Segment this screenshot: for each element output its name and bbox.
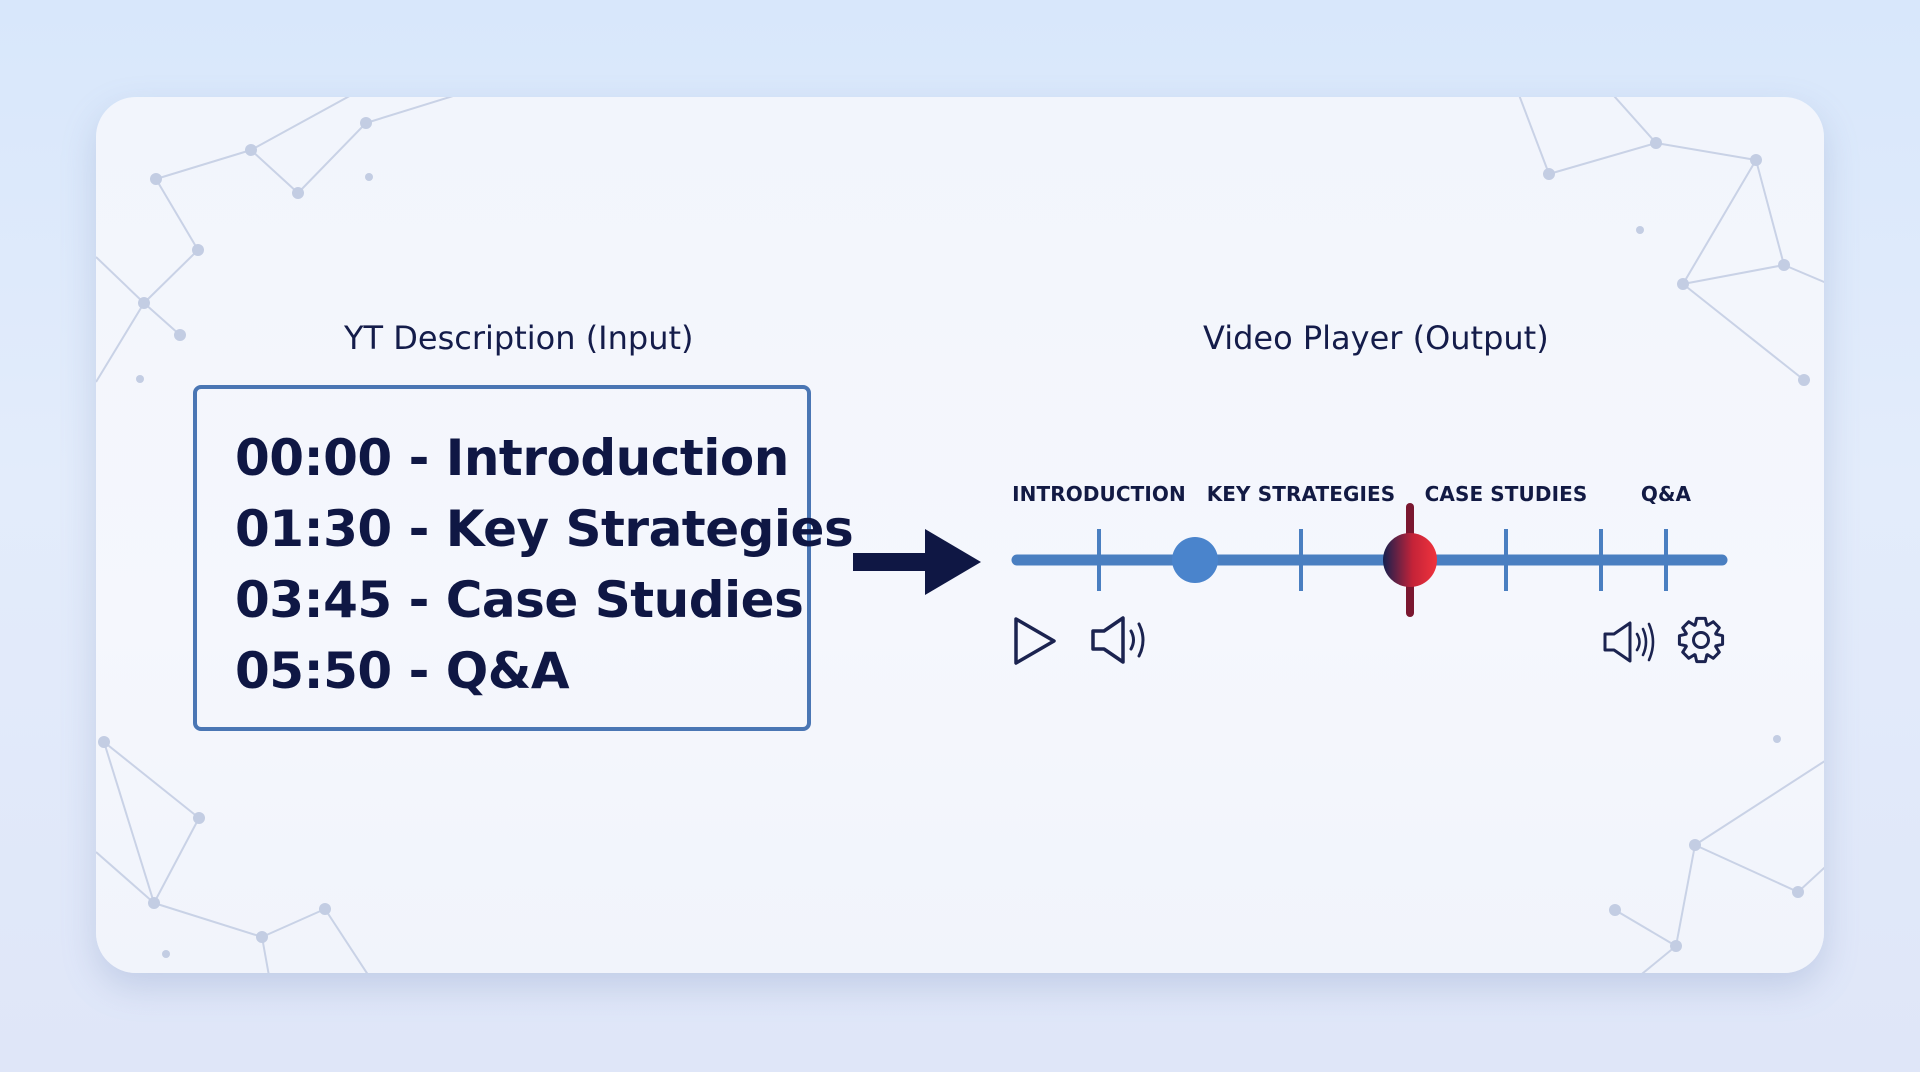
- timestamp-line: 03:45 - Case Studies: [235, 571, 804, 629]
- play-icon[interactable]: [1012, 616, 1058, 666]
- arrow-right-icon: [853, 529, 981, 595]
- timestamp-line: 01:30 - Key Strategies: [235, 500, 854, 558]
- timestamp-line: 00:00 - Introduction: [235, 429, 789, 487]
- playhead-marker: [1383, 503, 1437, 617]
- gear-icon[interactable]: [1675, 614, 1727, 666]
- network-decoration: [96, 97, 1824, 973]
- chapter-label-case-studies: CASE STUDIES: [1424, 482, 1588, 506]
- diagram-card: YT Description (Input) Video Player (Out…: [96, 97, 1824, 973]
- chapter-markers: [1097, 529, 1668, 591]
- description-box: 00:00 - Introduction 01:30 - Key Strateg…: [193, 385, 854, 731]
- speaker-icon[interactable]: [1602, 620, 1658, 664]
- chapter-label-introduction: INTRODUCTION: [1012, 482, 1186, 506]
- chapter-label-qa: Q&A: [1640, 482, 1692, 506]
- input-panel-title: YT Description (Input): [344, 319, 694, 357]
- speaker-icon[interactable]: [1089, 614, 1151, 666]
- chapter-label-key-strategies: KEY STRATEGIES: [1206, 482, 1396, 506]
- output-panel-title: Video Player (Output): [1203, 319, 1549, 357]
- video-progress-bar: [1011, 503, 1728, 617]
- scrubber-knob[interactable]: [1172, 537, 1218, 583]
- chapter-timestamp-list: 00:00 - Introduction 01:30 - Key Strateg…: [235, 423, 854, 707]
- timestamp-line: 05:50 - Q&A: [235, 642, 570, 700]
